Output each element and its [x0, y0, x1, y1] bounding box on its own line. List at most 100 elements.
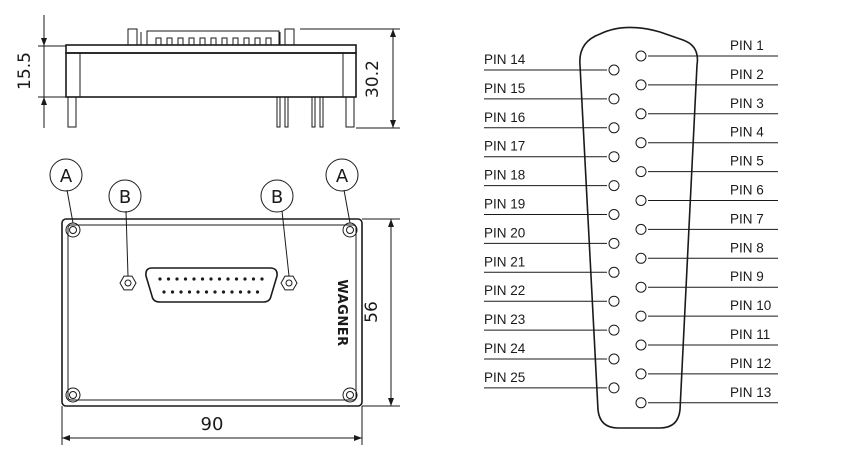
top-dsub-pin	[166, 277, 171, 281]
pin-label-left: PIN 17	[484, 139, 525, 154]
corner-screw-bottom-left	[65, 387, 81, 403]
side-connector-tooth	[221, 37, 228, 46]
side-connector-tooth	[265, 37, 272, 46]
pin-label-left: PIN 25	[484, 370, 525, 385]
side-foot-right	[345, 96, 355, 128]
top-dsub-pin	[243, 277, 247, 281]
top-dsub-pin	[251, 277, 256, 281]
dimension-label-height-side: 15.5	[15, 52, 35, 90]
top-dsub-pin	[204, 290, 209, 294]
pin-label-left: PIN 18	[484, 168, 525, 183]
hex-nut-left	[119, 275, 137, 291]
pin-label-right: PIN 12	[730, 356, 771, 371]
side-connector-tooth	[199, 37, 206, 46]
top-dsub-pin	[192, 277, 196, 281]
side-body	[65, 52, 357, 98]
pin-label-right: PIN 9	[730, 269, 764, 284]
pin-hole-left	[608, 122, 620, 134]
top-dsub-pin	[230, 290, 234, 294]
pin-label-left: PIN 14	[484, 52, 526, 67]
pin-hole-left	[608, 324, 620, 336]
pin-hole-right	[635, 137, 647, 149]
dimension-label-depth: 56	[362, 301, 382, 323]
top-dsub-pin	[247, 290, 251, 294]
side-connector-tooth	[232, 37, 239, 46]
pin-hole-right	[635, 281, 647, 293]
pin-hole-left	[608, 266, 620, 278]
top-dsub-pin	[170, 290, 175, 294]
pin-hole-right	[635, 108, 647, 120]
pin-hole-right	[635, 166, 647, 178]
top-dsub-pin	[226, 277, 230, 281]
top-dsub-pin	[183, 277, 188, 281]
pin-hole-right	[635, 50, 647, 62]
top-dsub-shell	[145, 267, 278, 303]
pin-hole-left	[608, 151, 620, 163]
pin-label-left: PIN 21	[484, 254, 525, 269]
callout-a-right	[325, 158, 359, 192]
top-dsub-pin	[234, 277, 239, 281]
top-dsub-pin	[209, 277, 213, 281]
top-dsub-pin	[158, 277, 162, 281]
pin-hole-left	[608, 64, 620, 76]
top-dsub-pin	[187, 290, 192, 294]
top-view: WAGNER A A B B 56 90	[49, 158, 400, 445]
pin-hole-right	[635, 252, 647, 264]
dimension-label-height-total: 30.2	[363, 60, 383, 98]
pin-hole-left	[608, 180, 620, 192]
pin-hole-left	[608, 237, 620, 249]
pin-label-right: PIN 2	[730, 67, 764, 82]
corner-screw-bottom-right	[342, 387, 358, 403]
side-connector-tooth	[155, 37, 162, 46]
pin-label-right: PIN 3	[730, 96, 764, 111]
side-view: 15.5 30.2	[15, 15, 400, 129]
side-connector-tooth	[210, 37, 217, 46]
top-dsub-pin	[200, 277, 205, 281]
pin-hole-right	[635, 368, 647, 380]
pin-label-right: PIN 13	[730, 385, 771, 400]
side-screw-right	[284, 28, 295, 46]
pin-label-left: PIN 22	[484, 283, 525, 298]
side-connector-tooth	[188, 37, 195, 46]
side-lid	[65, 44, 357, 54]
top-body-inner	[67, 224, 357, 401]
pin-label-right: PIN 4	[730, 125, 764, 140]
top-dsub-pin	[213, 290, 217, 294]
dsub25-shell	[579, 26, 699, 429]
pin-hole-right	[635, 79, 647, 91]
top-body-outer	[61, 218, 363, 407]
callout-a-right-label: A	[336, 166, 349, 187]
pin-hole-right	[635, 397, 647, 409]
top-dsub-pin	[162, 290, 166, 294]
side-bottom-pin	[311, 96, 316, 128]
pin-label-right: PIN 1	[730, 38, 764, 53]
callout-b-right-label: B	[271, 187, 283, 208]
pin-label-right: PIN 8	[730, 240, 764, 255]
pin-label-right: PIN 10	[730, 298, 771, 313]
pin-hole-right	[635, 310, 647, 322]
pin-hole-left	[608, 382, 620, 394]
callout-b-left-label: B	[119, 187, 131, 208]
top-dsub-pin	[260, 277, 264, 281]
top-dsub-pin	[196, 290, 200, 294]
pin-hole-right	[635, 195, 647, 206]
pin-label-right: PIN 11	[730, 327, 770, 342]
top-dsub-pin	[217, 277, 222, 281]
pin-hole-right	[635, 339, 647, 351]
top-dsub-pin	[175, 277, 179, 281]
dimension-label-width: 90	[201, 414, 224, 435]
pin-hole-right	[635, 223, 647, 235]
pin-label-left: PIN 20	[484, 225, 525, 240]
pin-hole-left	[608, 93, 620, 105]
callout-b-left	[108, 179, 142, 213]
pin-label-right: PIN 5	[730, 154, 764, 169]
callout-a-left	[49, 158, 83, 192]
side-bottom-pin	[276, 96, 281, 128]
top-dsub-pin	[179, 290, 183, 294]
top-dsub-pin	[238, 290, 243, 294]
pin-label-right: PIN 7	[730, 211, 764, 226]
side-connector-tooth	[243, 37, 250, 46]
